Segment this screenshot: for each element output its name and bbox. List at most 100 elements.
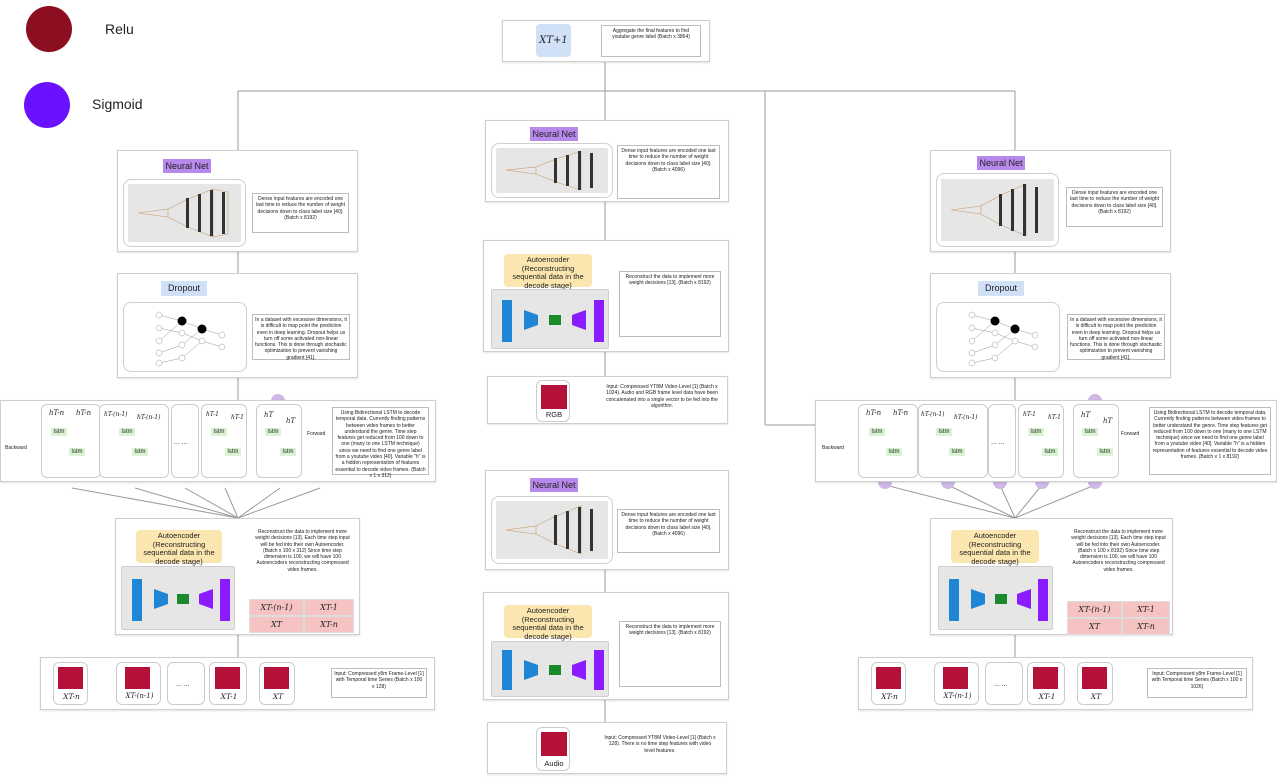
left-autoencoder-description: Reconstruct the data to implement more w… bbox=[251, 527, 354, 591]
center-autoencoder-figure bbox=[491, 641, 609, 697]
frame-label: XT-n bbox=[63, 692, 80, 701]
ae-input-bar bbox=[502, 650, 512, 690]
frame-thumbnail: XT-(n-1) bbox=[116, 662, 161, 705]
right-input-description: Input: Compressed y8m Frame-Level [1] wi… bbox=[1147, 668, 1247, 698]
center-autoencoder-panel-1: Autoencoder (Reconstructing sequential d… bbox=[483, 240, 729, 352]
right-autoencoder-figure bbox=[938, 566, 1053, 630]
frame-image bbox=[264, 667, 289, 689]
lstm-forward-box: lstm bbox=[51, 428, 67, 436]
table-cell: XT-1 bbox=[304, 599, 354, 616]
lstm-backward-box: lstm bbox=[1042, 448, 1058, 456]
left-bilstm-panel: Backward Forward hT-n hT-n hT-(n-1) hT-(… bbox=[0, 400, 436, 482]
audio-label: Audio bbox=[544, 759, 564, 768]
lstm-ellipsis: ... ... bbox=[991, 439, 1005, 446]
left-neural-net-description: Dense input features are encoded one las… bbox=[252, 193, 349, 233]
left-dropout-figure bbox=[123, 302, 247, 372]
h-label: hT-n bbox=[76, 409, 92, 417]
ae-latent bbox=[549, 665, 561, 675]
rgb-label: RGB bbox=[545, 410, 563, 419]
frame-image bbox=[125, 667, 150, 689]
left-lstm-cell bbox=[99, 404, 169, 478]
center-neural-net-panel-2: Neural Net Dense input features are enco… bbox=[485, 470, 729, 570]
right-lstm-cell bbox=[1018, 404, 1064, 478]
left-lstm-cell bbox=[256, 404, 302, 478]
lstm-backward-box: lstm bbox=[949, 448, 965, 456]
aggregate-panel: XT+1 Aggregate the final features to fin… bbox=[502, 20, 710, 62]
center-autoencoder-description-1: Reconstruct the data to implement more w… bbox=[619, 271, 721, 337]
h-label: hT bbox=[264, 411, 274, 419]
left-autoencoder-figure bbox=[121, 566, 235, 630]
ae-decoder bbox=[1017, 589, 1031, 609]
table-cell: XT-n bbox=[1122, 618, 1170, 635]
right-lstm-cell bbox=[858, 404, 918, 478]
h-label: hT-n bbox=[866, 409, 882, 417]
frame-thumbnail: XT-(n-1) bbox=[934, 662, 979, 705]
lstm-backward-box: lstm bbox=[69, 448, 85, 456]
ae-output-bar bbox=[220, 579, 230, 621]
sigmoid-legend-label: Sigmoid bbox=[92, 96, 143, 112]
table-cell: XT-n bbox=[304, 616, 354, 633]
right-dropout-panel: Dropout In a dataset with excessive dime… bbox=[930, 273, 1171, 378]
h-label: hT-n bbox=[893, 409, 909, 417]
h-label: hT bbox=[1103, 417, 1113, 425]
right-lstm-cell bbox=[988, 404, 1016, 478]
frame-image bbox=[943, 667, 968, 689]
h-label: hT-(n-1) bbox=[921, 411, 945, 418]
frame-ellipsis-box: ... ... bbox=[985, 662, 1023, 705]
right-neural-net-figure bbox=[941, 179, 1054, 241]
right-neural-net-figure-frame bbox=[936, 173, 1059, 247]
frame-label: XT bbox=[1090, 692, 1102, 701]
h-label: hT-1 bbox=[231, 414, 244, 421]
frame-label: XT-n bbox=[881, 692, 898, 701]
frame-ellipsis: ... ... bbox=[176, 681, 190, 688]
table-cell: XT bbox=[249, 616, 304, 633]
left-autoencoder-label: Autoencoder (Reconstructing sequential d… bbox=[136, 530, 222, 565]
right-autoencoder-label: Autoencoder (Reconstructing sequential d… bbox=[951, 530, 1039, 565]
frame-label: XT-(n-1) bbox=[125, 692, 154, 700]
h-label: hT-(n-1) bbox=[104, 411, 128, 418]
frame-thumbnail: XT-1 bbox=[209, 662, 247, 705]
left-neural-net-label: Neural Net bbox=[163, 159, 211, 173]
right-dropout-figure bbox=[936, 302, 1060, 372]
center-autoencoder-figure bbox=[491, 289, 609, 349]
lstm-forward-box: lstm bbox=[936, 428, 952, 436]
center-neural-net-figure-frame bbox=[491, 143, 613, 198]
frame-label: XT-1 bbox=[1038, 692, 1056, 701]
ae-encoder bbox=[154, 589, 168, 609]
frame-label: XT-(n-1) bbox=[943, 692, 972, 700]
ae-input-bar bbox=[949, 579, 959, 621]
table-cell: XT bbox=[1067, 618, 1122, 635]
frame-thumbnail: XT bbox=[1077, 662, 1113, 705]
lstm-ellipsis: ... ... bbox=[174, 439, 188, 446]
center-neural-net-description-2: Dense input features are encoded one las… bbox=[617, 509, 720, 553]
lstm-backward-box: lstm bbox=[225, 448, 241, 456]
h-label: hT-(n-1) bbox=[954, 414, 978, 421]
right-lstm-cell bbox=[1073, 404, 1119, 478]
table-cell: XT-(n-1) bbox=[249, 599, 304, 616]
lstm-backward-box: lstm bbox=[280, 448, 296, 456]
rgb-image bbox=[541, 385, 567, 409]
center-neural-net-panel-1: Neural Net Dense input features are enco… bbox=[485, 120, 729, 202]
table-cell: XT-(n-1) bbox=[1067, 601, 1122, 618]
center-neural-net-description-1: Dense input features are encoded one las… bbox=[617, 145, 720, 199]
center-audio-input-panel: Audio Input: Compressed YT8M Video-Level… bbox=[487, 722, 727, 774]
center-rgb-description: Input: Compressed YT8M Video-Level [1] (… bbox=[603, 382, 721, 419]
ae-encoder bbox=[524, 310, 538, 330]
right-dropout-description: In a dataset with excessive dimensions, … bbox=[1067, 314, 1165, 361]
frame-image bbox=[58, 667, 83, 689]
ae-input-bar bbox=[132, 579, 142, 621]
frame-ellipsis-box: ... ... bbox=[167, 662, 205, 705]
lstm-backward-box: lstm bbox=[886, 448, 902, 456]
right-neural-net-description: Dense input features are encoded one las… bbox=[1066, 187, 1163, 227]
right-backward-label: Backward bbox=[822, 445, 844, 451]
h-label: hT bbox=[1081, 411, 1091, 419]
ae-latent bbox=[549, 315, 561, 325]
right-lstm-cell bbox=[918, 404, 988, 478]
center-autoencoder-label: Autoencoder (Reconstructing sequential d… bbox=[504, 254, 592, 289]
ae-latent bbox=[177, 594, 189, 604]
frame-thumbnail: XT bbox=[259, 662, 295, 705]
frame-label: XT-1 bbox=[220, 692, 238, 701]
table-cell: XT-1 bbox=[1122, 601, 1170, 618]
frame-ellipsis: ... ... bbox=[994, 681, 1008, 688]
frame-label: XT bbox=[272, 692, 284, 701]
